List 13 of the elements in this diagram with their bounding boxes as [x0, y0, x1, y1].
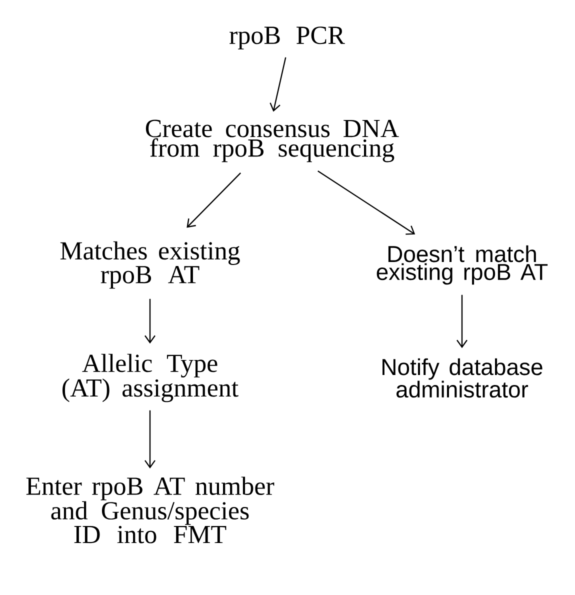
arrow: [144, 410, 156, 468]
step-text: Allelic Type (AT) assignment: [62, 354, 238, 402]
arrow: [186, 172, 242, 228]
step-text: Enter rpoB AT number and Genus/species ID into FMT: [26, 476, 274, 544]
arrow: [144, 298, 156, 344]
arrow: [456, 294, 468, 348]
step-text: Create consensus DNA from rpoB sequencing: [146, 120, 399, 162]
step-text: Doesn’t match existing rpoB AT: [376, 245, 548, 285]
step-text: Matches existing rpoB AT: [60, 241, 240, 289]
arrow: [318, 170, 416, 235]
step-text: Notify database administrator: [382, 358, 542, 398]
step-text: rpoB PCR: [230, 26, 345, 50]
arrow: [270, 57, 286, 112]
